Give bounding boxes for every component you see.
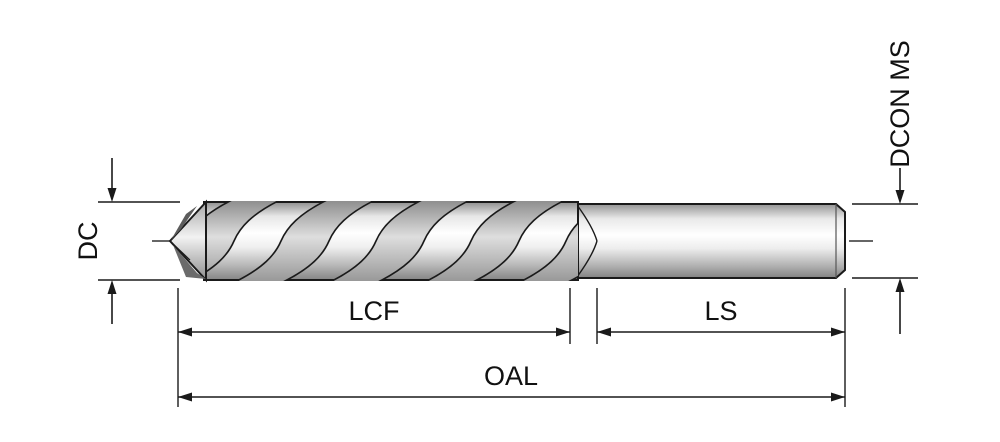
shank-body xyxy=(562,203,846,279)
lcf-arrow-left-icon xyxy=(178,327,192,337)
ls-dimension: LS xyxy=(596,288,846,407)
oal-label: OAL xyxy=(484,361,538,391)
point-cone xyxy=(168,199,207,283)
flute-band xyxy=(425,201,565,281)
flute-runout-top xyxy=(576,204,598,242)
ls-arrow-left-icon xyxy=(597,327,611,337)
ls-arrow-right-icon xyxy=(831,327,845,337)
point-flute-shadow-top xyxy=(171,206,197,240)
drill-point xyxy=(168,199,207,283)
dcon-ms-dimension: DCON MS xyxy=(852,40,918,334)
flute-band xyxy=(235,201,375,281)
dc-label: DC xyxy=(73,222,103,261)
dcon-ms-label: DCON MS xyxy=(885,40,915,168)
lcf-dimension: LCF xyxy=(177,288,571,407)
oal-arrow-left-icon xyxy=(178,392,192,402)
flute-spirals xyxy=(204,201,578,281)
dc-arrow-up-icon xyxy=(107,280,117,294)
flute-band xyxy=(520,222,578,281)
flute-band xyxy=(204,201,280,274)
ls-label: LS xyxy=(704,296,737,326)
lcf-label: LCF xyxy=(348,296,399,326)
drill-fluted-body xyxy=(203,201,579,281)
oal-arrow-right-icon xyxy=(831,392,845,402)
flute-band xyxy=(330,201,470,281)
point-flute-shadow-bottom xyxy=(173,245,206,279)
lcf-arrow-right-icon xyxy=(556,327,570,337)
dc-dimension: DC xyxy=(73,158,180,324)
dc-arrow-down-icon xyxy=(107,188,117,202)
oal-dimension: OAL xyxy=(178,361,845,402)
flute-runout-bottom xyxy=(576,240,598,278)
drill-shank xyxy=(562,203,846,279)
dcon-arrow-down-icon xyxy=(895,190,905,204)
point-cutting-lip xyxy=(169,240,191,261)
dcon-arrow-up-icon xyxy=(895,278,905,292)
